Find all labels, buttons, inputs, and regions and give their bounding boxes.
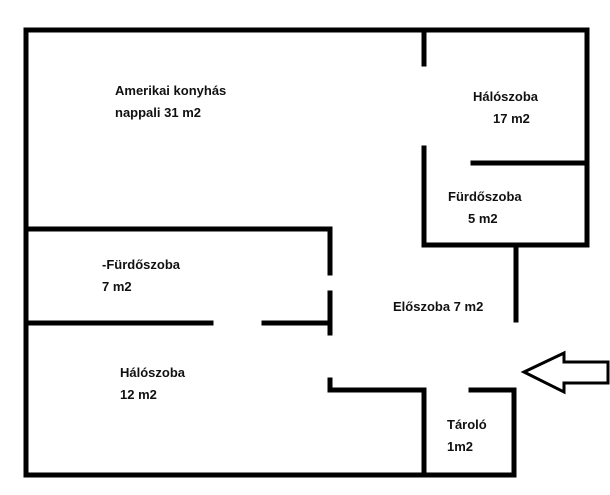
bedroom-17-name: Hálószoba: [473, 89, 539, 104]
bathroom-5-name: Fürdőszoba: [448, 189, 522, 204]
bathroom-5-area: 5 m2: [468, 211, 498, 226]
entrance-arrow-icon: [520, 350, 610, 395]
room-label-bedroom-12: Hálószoba 12 m2: [120, 362, 185, 406]
bedroom-12-name: Hálószoba: [120, 365, 186, 380]
room-label-bedroom-17: Hálószoba 17 m2: [473, 86, 538, 130]
storage-name: Tároló: [447, 417, 487, 432]
bathroom-7-name: -Fürdőszoba: [102, 257, 180, 272]
room-label-bathroom-5: Fürdőszoba 5 m2: [448, 186, 522, 230]
living-name: Amerikai konyhás: [115, 83, 227, 98]
room-label-bathroom-7: -Fürdőszoba 7 m2: [102, 254, 180, 298]
living-area: nappali 31 m2: [115, 105, 201, 120]
bathroom-7-area: 7 m2: [102, 279, 132, 294]
room-label-living: Amerikai konyhás nappali 31 m2: [115, 80, 226, 124]
bedroom-12-area: 12 m2: [120, 387, 157, 402]
room-label-hallway: Előszoba 7 m2: [393, 296, 483, 318]
bedroom-17-area: 17 m2: [493, 111, 530, 126]
storage-area: 1m2: [447, 439, 474, 454]
room-label-storage: Tároló 1m2: [447, 414, 487, 458]
hallway-name: Előszoba 7 m2: [393, 299, 484, 314]
